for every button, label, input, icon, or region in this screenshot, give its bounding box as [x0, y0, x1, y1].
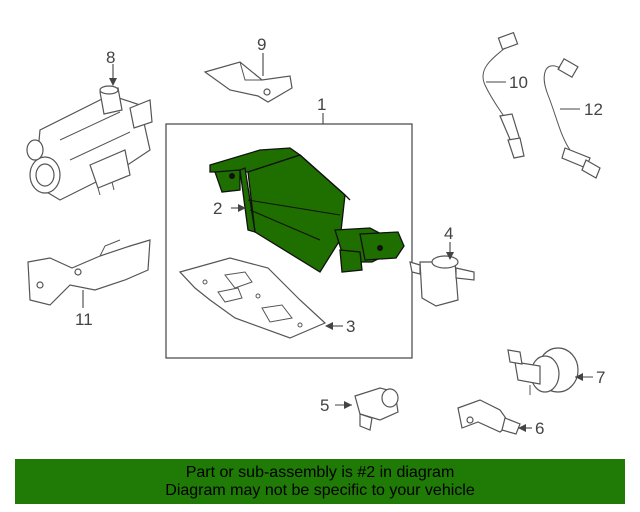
callout-10[interactable]: 10 — [509, 73, 528, 92]
part-11-bracket[interactable] — [27, 239, 151, 306]
part-10-oxygen-sensor[interactable] — [482, 31, 525, 159]
part-2-evap-canister[interactable] — [209, 147, 405, 273]
callout-1[interactable]: 1 — [317, 95, 326, 114]
callout-6[interactable]: 6 — [535, 419, 544, 438]
part-7-vacuum-valve[interactable] — [507, 347, 579, 395]
arrowhead-5 — [344, 401, 352, 409]
part-8-purge-valve[interactable] — [26, 85, 153, 201]
callout-2[interactable]: 2 — [213, 199, 222, 218]
arrowhead-3 — [325, 322, 333, 330]
part-5-sensor[interactable] — [354, 387, 399, 431]
callout-12[interactable]: 12 — [584, 100, 603, 119]
part-4-solenoid-valve[interactable] — [409, 255, 475, 307]
part-9-bracket[interactable] — [203, 61, 293, 103]
callout-5[interactable]: 5 — [320, 396, 329, 415]
arrowhead-6 — [518, 424, 526, 432]
callout-3[interactable]: 3 — [346, 317, 355, 336]
arrowhead-2 — [238, 204, 246, 212]
arrowhead-8 — [109, 78, 117, 86]
arrowhead-4 — [446, 252, 454, 260]
banner-line-part-number: Part or sub-assembly is #2 in diagram — [185, 463, 455, 481]
part-6-sensor[interactable] — [457, 399, 521, 435]
arrowhead-7 — [575, 373, 583, 381]
part-1-assembly-box — [165, 123, 413, 359]
part-12-oxygen-sensor[interactable] — [543, 57, 601, 179]
callout-11[interactable]: 11 — [75, 310, 93, 329]
callout-8[interactable]: 8 — [106, 48, 115, 67]
banner-line-disclaimer: Diagram may not be specific to your vehi… — [165, 481, 475, 499]
part-3-shield-plate[interactable] — [178, 257, 327, 339]
callout-9[interactable]: 9 — [257, 35, 266, 54]
callout-4[interactable]: 4 — [444, 224, 453, 243]
fitment-notice-banner: Part or sub-assembly is #2 in diagram Di… — [15, 459, 625, 504]
callout-7[interactable]: 7 — [596, 368, 605, 387]
